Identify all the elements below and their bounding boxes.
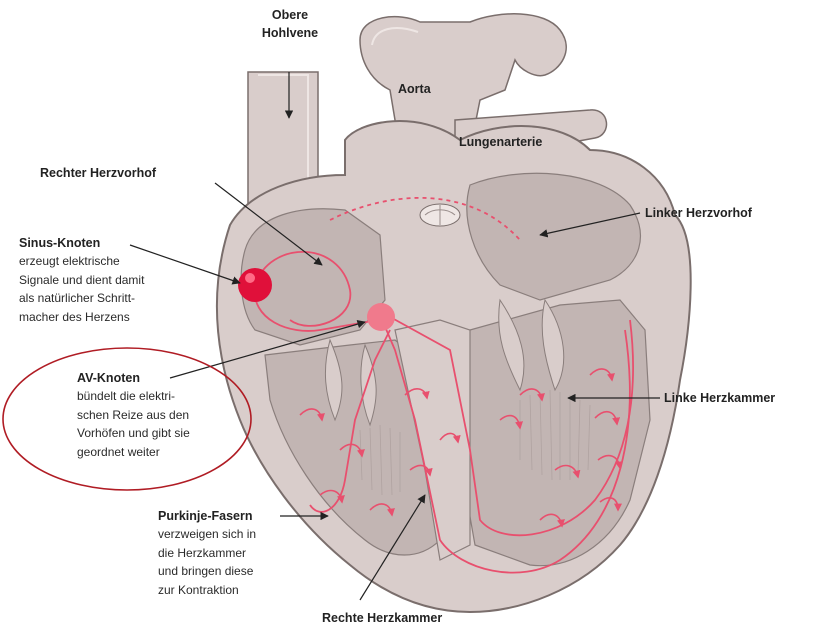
sinus-node-highlight <box>245 273 255 283</box>
av-node-title: AV-Knoten <box>77 369 247 387</box>
label-right-atrium: Rechter Herzvorhof <box>40 164 156 182</box>
label-sinus-node: Sinus-Knoten erzeugt elektrische Signale… <box>19 234 229 326</box>
label-pulmonary-artery: Lungenarterie <box>459 133 542 151</box>
purkinje-title: Purkinje-Fasern <box>158 507 308 525</box>
label-aorta: Aorta <box>398 80 431 98</box>
av-node <box>367 303 395 331</box>
label-right-ventricle: Rechte Herzkammer <box>322 609 442 627</box>
label-left-ventricle: Linke Herzkammer <box>664 389 775 407</box>
vena-cava-line-1: Obere <box>255 6 325 24</box>
sinus-node-title: Sinus-Knoten <box>19 234 229 252</box>
label-purkinje-fibers: Purkinje-Fasern verzweigen sich in die H… <box>158 507 308 599</box>
vena-cava-line-2: Hohlvene <box>255 24 325 42</box>
label-left-atrium: Linker Herzvorhof <box>645 204 752 222</box>
label-superior-vena-cava: Obere Hohlvene <box>255 6 325 42</box>
label-av-node: AV-Knoten bündelt die elektri- schen Rei… <box>77 369 247 461</box>
sinus-node <box>238 268 272 302</box>
